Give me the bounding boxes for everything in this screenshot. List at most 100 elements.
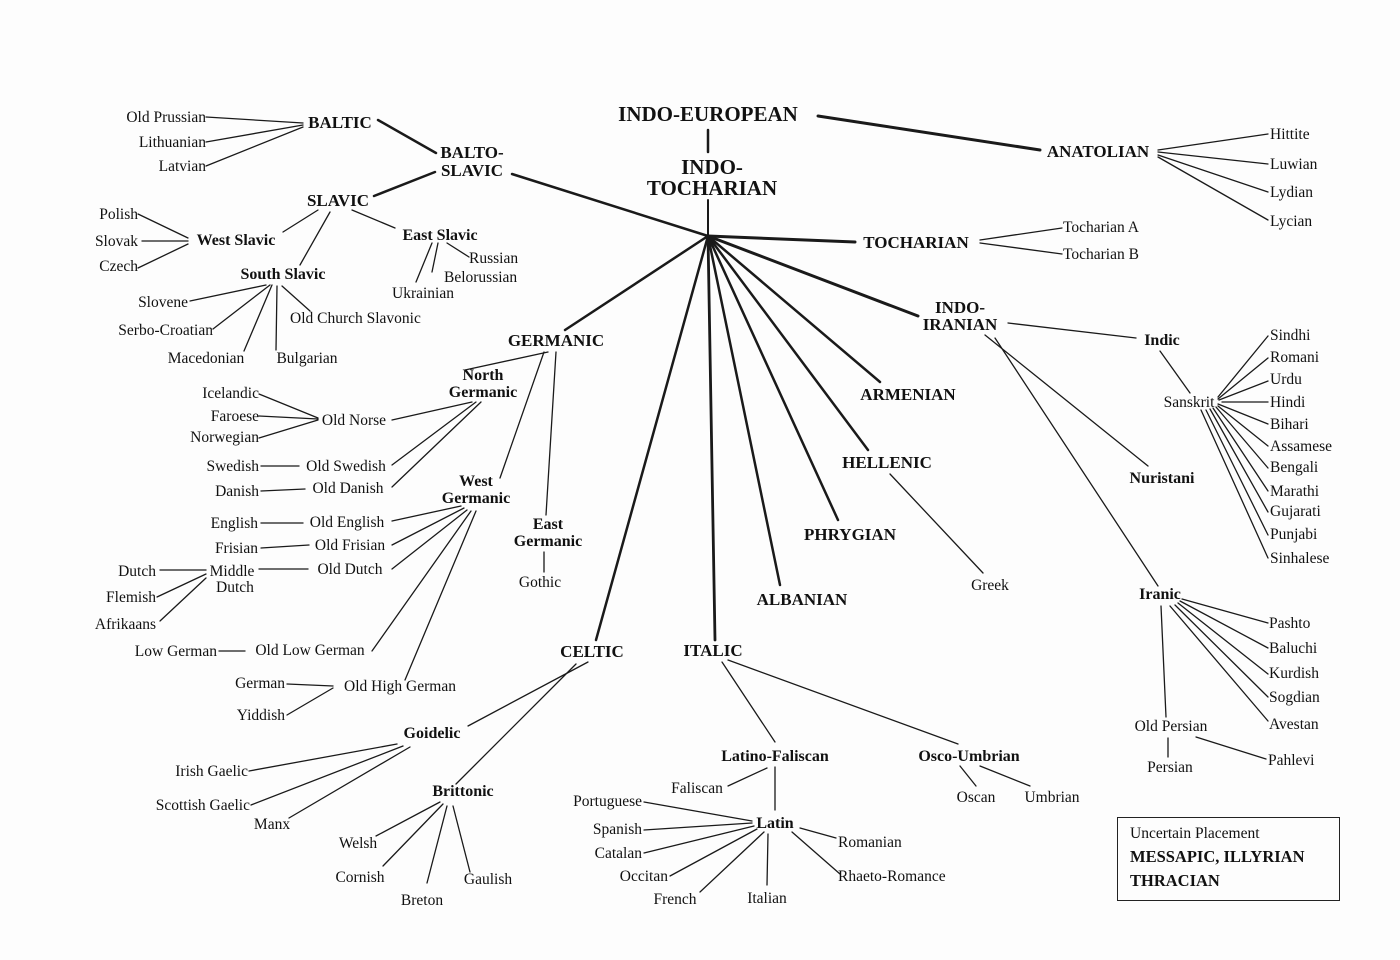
tree-edge [706,234,882,384]
node-phrygian: PHRYGIAN [804,525,897,544]
leaf-romanian: Romanian [838,834,902,851]
tree-edge [1195,736,1267,760]
tree-edge [1159,350,1191,394]
tree-edge [643,825,755,854]
leaf-old-church-slavonic: Old Church Slavonic [290,310,421,327]
tree-edge [455,663,577,785]
tree-edge [281,285,311,312]
leaf-kurdish: Kurdish [1269,665,1319,682]
tree-edge [1181,598,1269,624]
node-tocharian: TOCHARIAN [863,233,969,252]
node-nuristani: Nuristani [1130,470,1195,487]
uncertain-placement-line2: THRACIAN [1130,871,1220,890]
leaf-welsh: Welsh [339,835,378,852]
tree-edge [286,683,334,687]
tree-edge [984,334,1149,467]
uncertain-placement-line1: MESSAPIC, ILLYRIAN [1130,847,1305,866]
leaf-occitan: Occitan [620,868,668,885]
leaf-avestan: Avestan [1269,716,1319,733]
leaf-catalan: Catalan [595,845,643,862]
tree-edge [189,284,267,302]
tree-edge [1157,154,1269,193]
tree-edge [288,746,411,819]
node-hellenic: HELLENIC [842,453,932,472]
node-old-persian: Old Persian [1135,718,1208,735]
node-middle-dutch-line2: Dutch [216,579,254,596]
leaf-gujarati: Gujarati [1270,503,1321,520]
leaf-marathi: Marathi [1270,483,1320,500]
leaf-greek: Greek [971,577,1009,594]
tree-edge [699,831,765,893]
node-indo-iranian-line2: IRANIAN [923,315,998,334]
leaf-sogdian: Sogdian [1269,689,1320,706]
tree-edge [391,401,473,421]
leaf-flemish: Flemish [106,589,156,606]
tree-edge [1174,604,1269,698]
tree-edge [205,116,304,124]
leaf-pashto: Pashto [1269,615,1311,632]
tree-edge [137,243,189,269]
node-east-germanic-line2: Germanic [514,533,582,550]
leaf-macedonian: Macedonian [168,350,245,367]
leaf-urdu: Urdu [1270,371,1302,388]
tree-edge [205,124,304,143]
uncertain-placement-title: Uncertain Placement [1130,825,1260,842]
leaf-czech: Czech [99,258,138,275]
node-albanian: ALBANIAN [757,590,848,609]
tree-edge [1177,602,1269,675]
tree-edge [258,415,319,420]
tree-edge [727,659,959,745]
tree-edge [1157,156,1269,221]
node-old-english: Old English [310,514,385,531]
node-old-norse: Old Norse [322,412,386,429]
tree-edge [391,401,482,488]
tree-edge [994,337,1159,587]
node-north-germanic-line1: North [463,367,504,384]
leaf-belorussian: Belorussian [444,269,517,286]
leaf-lithuanian: Lithuanian [139,134,206,151]
node-anatolian: ANATOLIAN [1047,142,1150,161]
tree-edge [706,234,782,587]
node-balto-slavic-line1: BALTO- [440,143,504,162]
tree-edge [426,805,448,884]
tree-edge [375,801,441,837]
tree-edge [1160,605,1167,718]
node-iranic: Iranic [1139,586,1181,603]
node-north-germanic-line2: Germanic [449,384,517,401]
leaf-romani: Romani [1270,349,1320,366]
leaf-hittite: Hittite [1270,126,1310,143]
tree-edge [286,687,334,716]
tree-edge [260,488,306,492]
tree-edge [1157,133,1269,151]
tree-edge [721,661,776,743]
node-old-danish: Old Danish [312,480,383,497]
node-old-high-german: Old High German [344,678,456,695]
tree-edge [643,822,753,831]
node-indo-european: INDO-EUROPEAN [618,102,798,126]
tree-edge [299,211,331,266]
leaf-norwegian: Norwegian [190,429,259,446]
leaf-latvian: Latvian [159,158,207,175]
tree-edge [371,510,472,652]
tree-edge [467,661,589,727]
tree-edge [205,126,304,167]
leaf-hindi: Hindi [1270,394,1306,411]
tree-edge [1179,600,1269,649]
tree-edge [706,234,840,522]
node-old-frisian: Old Frisian [315,537,385,554]
tree-edge [1212,407,1269,492]
leaf-yiddish: Yiddish [237,707,285,724]
node-slavic: SLAVIC [307,191,369,210]
tree-edge [156,573,207,598]
tree-edge [1200,409,1269,559]
tree-edge [258,419,319,439]
leaf-old-prussian: Old Prussian [126,109,206,126]
leaf-gothic: Gothic [519,574,561,591]
leaf-persian: Persian [1147,759,1193,776]
tree-edge [816,114,1042,152]
leaf-sindhi: Sindhi [1270,327,1311,344]
leaf-frisian: Frisian [215,540,258,557]
node-baltic: BALTIC [308,113,372,132]
node-east-slavic: East Slavic [402,227,477,244]
node-middle-dutch-line1: Middle [210,563,255,580]
